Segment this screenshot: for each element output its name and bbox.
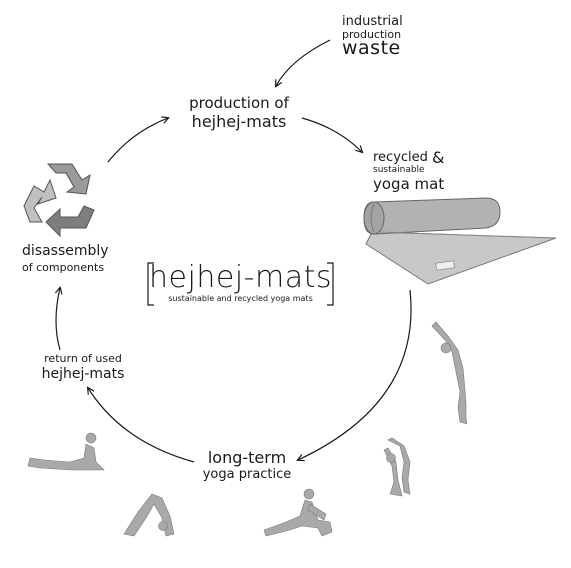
practice-line1: long-term	[207, 448, 287, 467]
recycled-line3: yoga mat	[373, 175, 445, 194]
cobra-figure	[27, 432, 105, 471]
recycled-line1: recycled	[373, 150, 428, 165]
input-label: industrial production waste	[342, 15, 403, 59]
yoga-pose-figures	[27, 321, 468, 537]
brand-tagline: sustainable and recycled yoga mats	[168, 293, 313, 303]
disassembly-line1: disassembly	[22, 243, 109, 259]
input-line2: production	[342, 27, 402, 41]
return-line1: return of used	[44, 352, 122, 365]
production-line2: hejhej-mats	[191, 111, 287, 131]
backbend-figure	[431, 321, 468, 425]
cycle-arrows	[56, 39, 412, 463]
recycled-amp: &	[432, 148, 445, 167]
forward-fold-figure	[383, 437, 411, 497]
input-line1: industrial	[342, 14, 403, 29]
recycle-icon	[23, 163, 95, 238]
brand-logo: hejhej-mats sustainable and recycled yog…	[148, 262, 333, 303]
return-line2: hejhej-mats	[41, 365, 125, 382]
input-line3: waste	[342, 37, 401, 60]
practice-label: long-term yoga practice	[192, 448, 302, 482]
rolled-yoga-mat-icon	[363, 197, 557, 285]
brand-name: hejhej-mats	[149, 260, 332, 295]
disassembly-label: disassembly of components	[22, 244, 109, 273]
recycled-label: recycled & sustainable yoga mat	[373, 148, 444, 193]
practice-line2: yoga practice	[202, 466, 292, 482]
disassembly-line2: of components	[22, 260, 105, 274]
downward-dog-figure	[123, 493, 175, 537]
return-label: return of used hejhej-mats	[28, 353, 138, 381]
production-line1: production of	[189, 94, 289, 112]
brand-brackets	[147, 262, 334, 306]
lunge-figure	[263, 488, 333, 537]
recycled-line2: sustainable	[373, 164, 425, 175]
production-label: production of hejhej-mats	[174, 94, 304, 131]
